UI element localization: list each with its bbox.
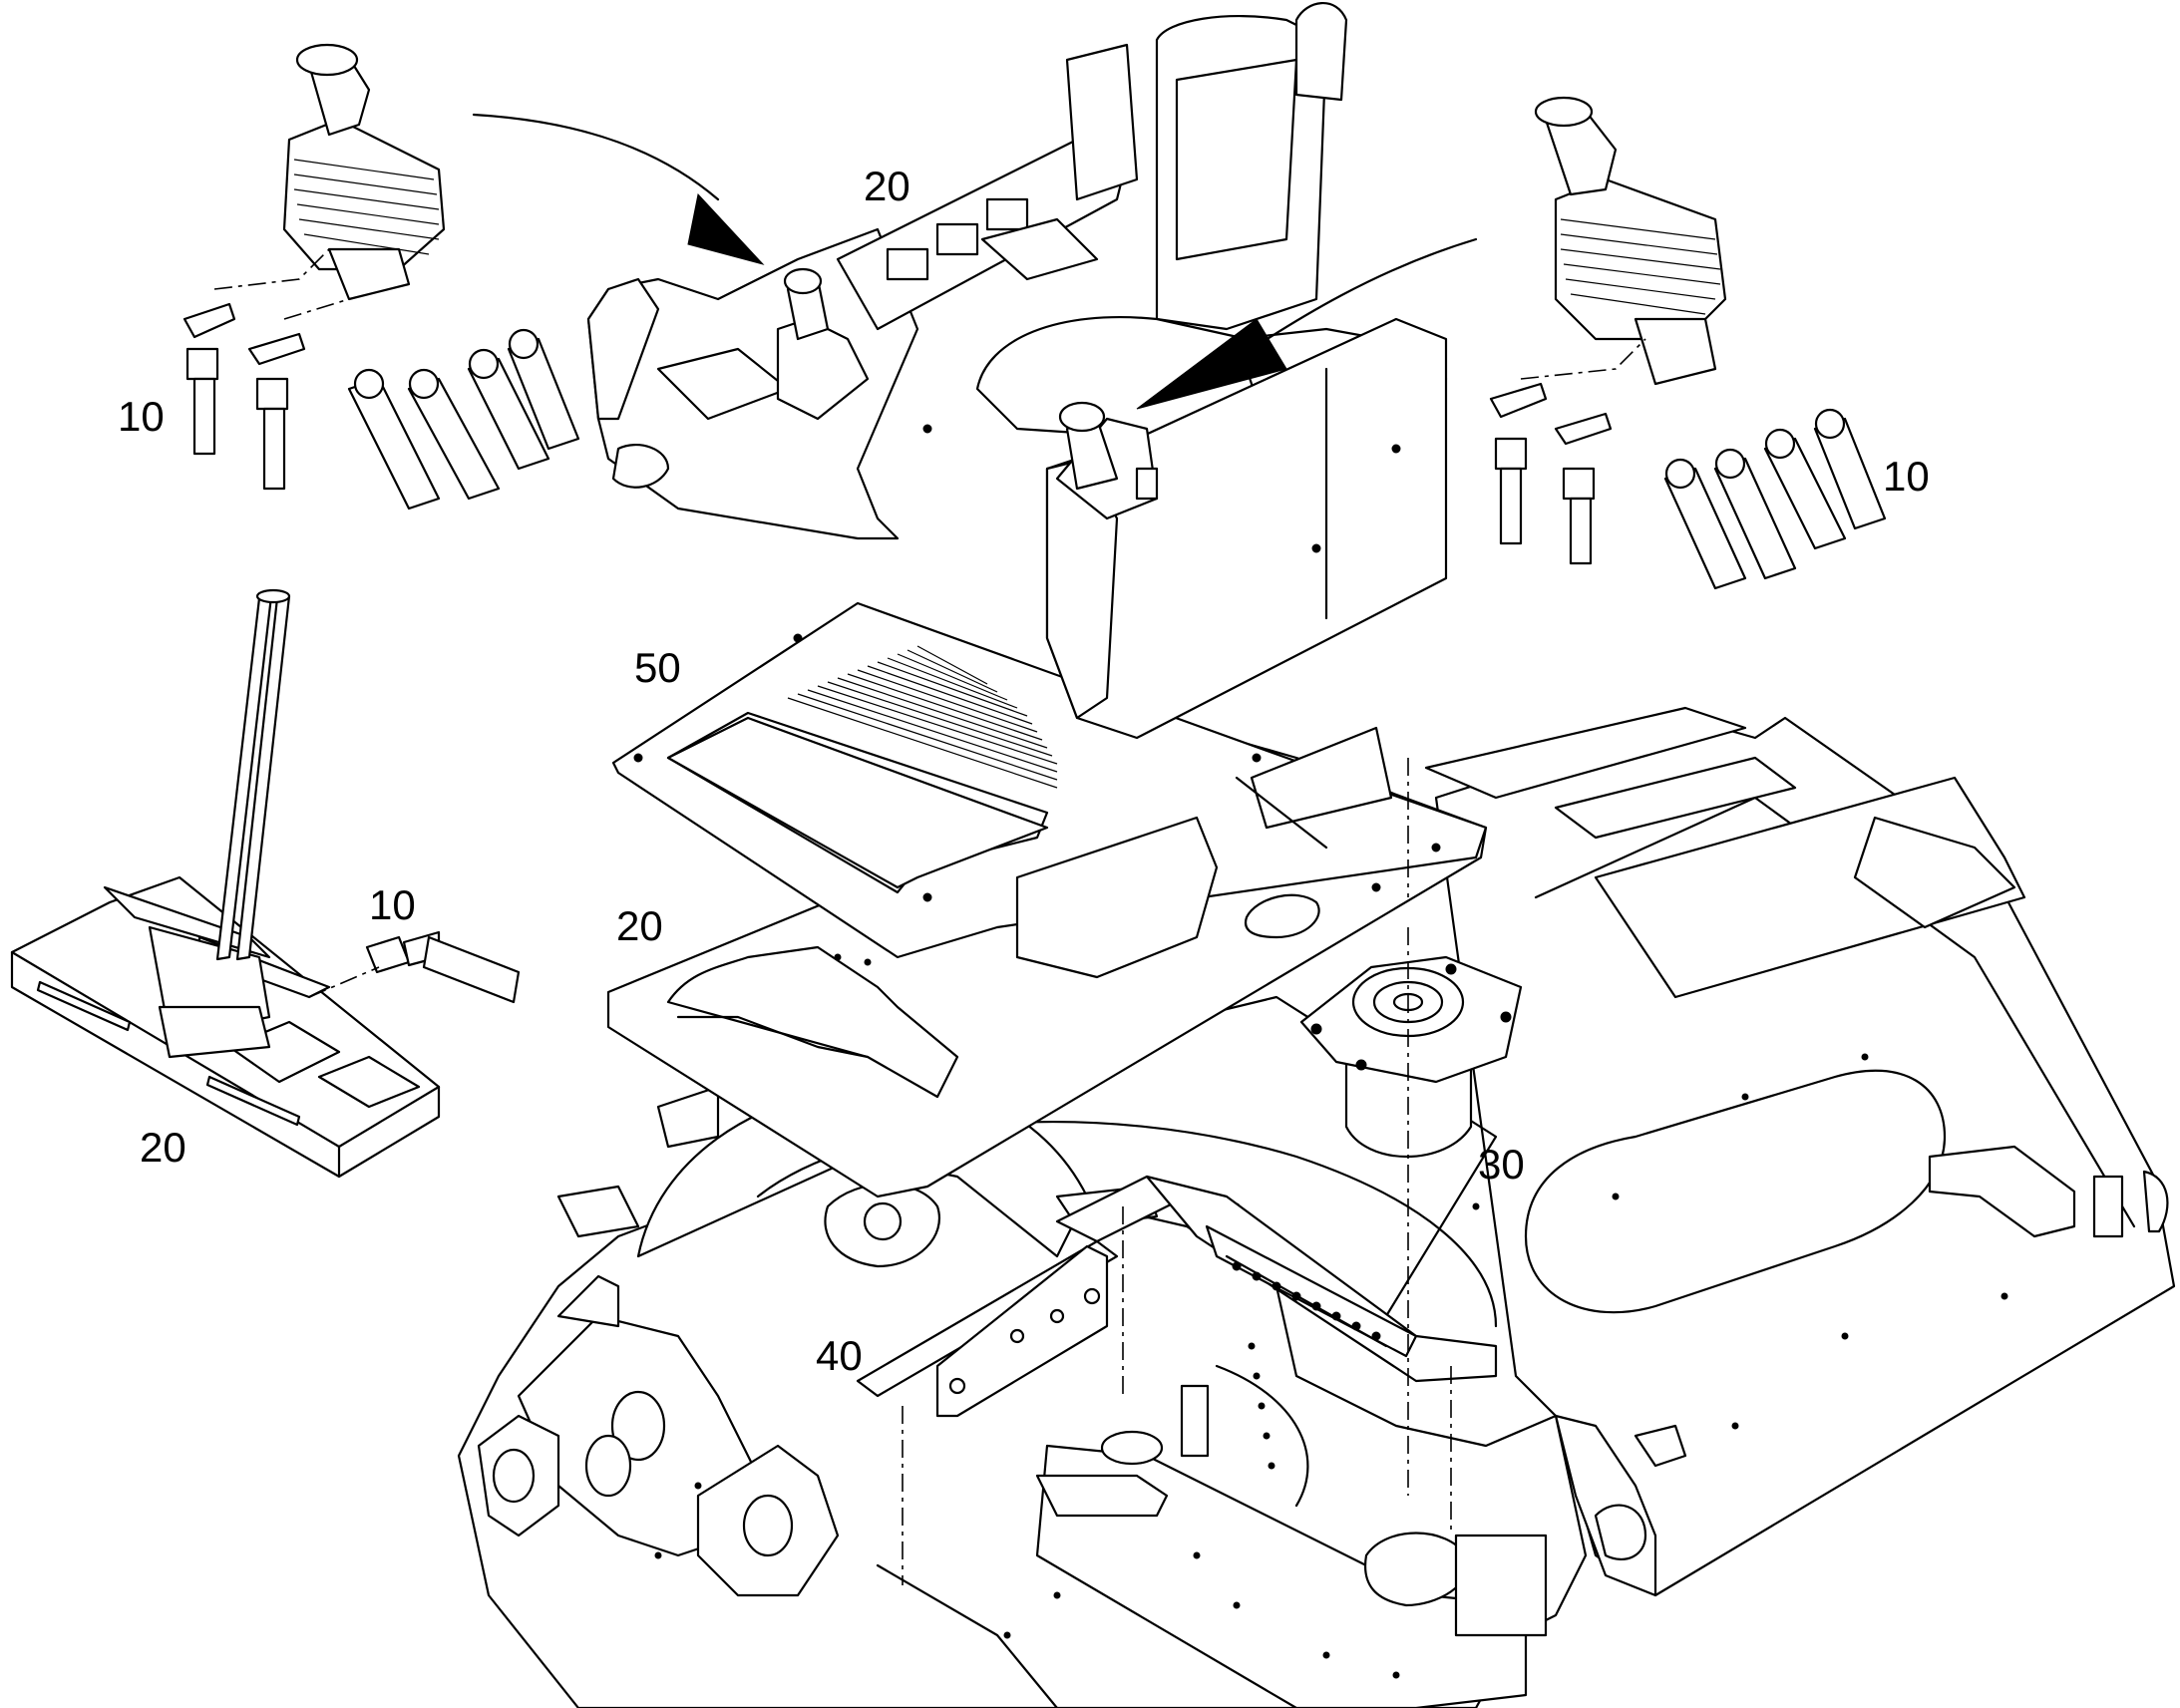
callout-40: 40 <box>816 1332 863 1379</box>
callout-20-left: 20 <box>616 902 663 949</box>
operator-seat-console <box>586 2 1448 740</box>
callout-50: 50 <box>634 644 681 691</box>
assembly-center-lines <box>902 758 1452 1585</box>
callout-10-top-left: 10 <box>118 393 165 440</box>
part-50-floor-mat <box>611 601 1488 979</box>
callout-10-top-right: 10 <box>1883 453 1930 500</box>
upper-frame <box>1424 706 2176 1597</box>
travel-pedal-assembly <box>10 588 521 1179</box>
left-joystick-assembly <box>182 43 580 511</box>
callout-20-bottom-left: 20 <box>140 1124 186 1171</box>
part-40-crossmember <box>856 1175 1498 1418</box>
install-direction-arrows <box>472 113 1478 410</box>
right-joystick-assembly <box>1489 96 1887 590</box>
callout-10-middle: 10 <box>369 881 416 928</box>
callout-20-top: 20 <box>864 163 910 209</box>
callout-labels: 10 20 10 50 20 10 20 30 40 <box>118 163 1930 1379</box>
callout-30: 30 <box>1478 1141 1525 1188</box>
